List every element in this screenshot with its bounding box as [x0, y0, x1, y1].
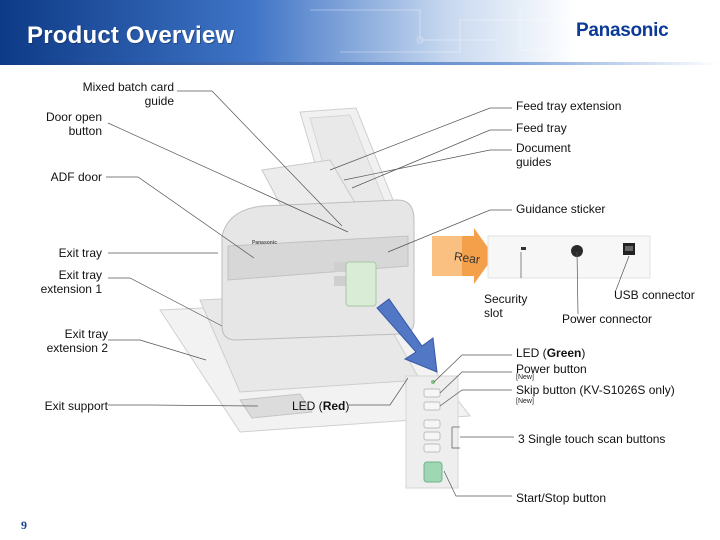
label-led-red: LED (Red)	[292, 399, 350, 413]
label-feed-tray: Feed tray	[516, 121, 567, 135]
control-panel	[405, 375, 459, 489]
label-usb-connector: USB connector	[614, 288, 695, 302]
zoom-arrow	[376, 298, 438, 373]
exit-support	[239, 393, 313, 419]
rear-arrow	[432, 228, 494, 284]
label-document-guides: Document guides	[516, 141, 571, 169]
label-start-stop-button: Start/Stop button	[516, 491, 607, 505]
new-badge-1: [New]	[516, 374, 534, 381]
header-banner	[0, 0, 720, 62]
header-divider	[0, 62, 720, 65]
label-power-connector: Power connector	[562, 312, 653, 326]
label-mixed-batch-card-guide: Mixed batch card guide	[82, 80, 174, 108]
new-badge-2: [New]	[516, 398, 534, 405]
label-adf-door: ADF door	[50, 170, 102, 184]
label-skip-button: Skip button (KV-S1026S only)	[516, 383, 675, 397]
label-guidance-sticker: Guidance sticker	[516, 202, 606, 216]
label-power-button: Power button	[516, 362, 587, 376]
label-door-open-button: Door open button	[45, 110, 102, 138]
scanner-body	[221, 199, 415, 341]
circuit-pattern	[310, 8, 700, 54]
page-title: Product Overview	[27, 22, 235, 49]
rear-panel	[487, 235, 651, 279]
label-exit-tray-extension-1: Exit tray extension 1	[40, 268, 102, 296]
label-security-slot: Security slot	[484, 292, 528, 320]
label-led-green: LED (Green)	[516, 346, 586, 360]
brand-logo: Panasonic	[576, 20, 669, 41]
label-exit-tray: Exit tray	[58, 246, 102, 260]
label-single-touch-scan-buttons: 3 Single touch scan buttons	[518, 432, 666, 446]
label-feed-tray-extension: Feed tray extension	[516, 99, 622, 113]
label-exit-tray-extension-2: Exit tray extension 2	[46, 327, 108, 355]
scanner-brand-label: Panasonic	[252, 240, 277, 246]
page-number: 9	[21, 518, 27, 532]
label-exit-support: Exit support	[44, 399, 108, 413]
